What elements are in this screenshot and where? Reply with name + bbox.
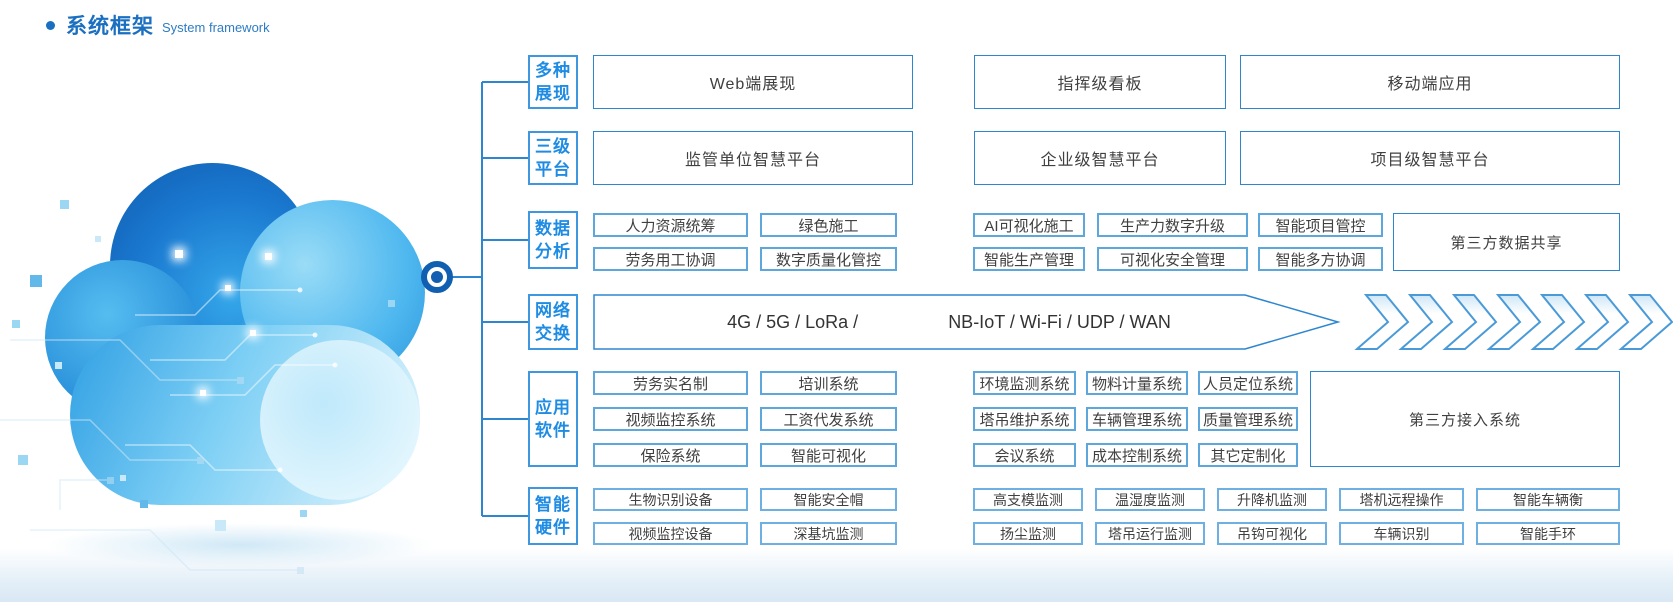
diagram-box: 可视化安全管理 <box>1097 247 1248 271</box>
diagram-box: 成本控制系统 <box>1086 443 1188 467</box>
deco-square <box>30 275 42 287</box>
diagram-box: 其它定制化 <box>1198 443 1298 467</box>
diagram-box: 绿色施工 <box>760 213 897 237</box>
cloud-hub-node <box>421 261 453 293</box>
network-band <box>593 294 1341 350</box>
diagram-box: 会议系统 <box>973 443 1076 467</box>
deco-square <box>95 236 101 242</box>
glow-node <box>200 390 206 396</box>
row-label-platform: 三级 平台 <box>528 131 578 185</box>
row-label-line: 智能 <box>535 495 571 514</box>
row-label-line: 硬件 <box>535 518 571 537</box>
diagram-box: 高支模监测 <box>973 488 1083 511</box>
row-label-line: 三级 <box>535 137 571 156</box>
diagram-box: 车辆识别 <box>1339 522 1464 545</box>
deco-square <box>60 200 69 209</box>
diagram-box: 项目级智慧平台 <box>1240 131 1620 185</box>
row-label-line: 展现 <box>535 84 571 103</box>
diagram-box: 扬尘监测 <box>973 522 1083 545</box>
diagram-box: 监管单位智慧平台 <box>593 131 913 185</box>
row-label-hardware: 智能 硬件 <box>528 487 578 545</box>
ground-gradient <box>0 548 1673 602</box>
diagram-box-tall: 第三方接入系统 <box>1310 371 1620 467</box>
title-zh: 系统框架 <box>66 15 154 38</box>
diagram-box: 培训系统 <box>760 371 897 395</box>
deco-square <box>300 510 307 517</box>
diagram-box: Web端展现 <box>593 55 913 109</box>
row-label-line: 分析 <box>535 242 571 261</box>
chevrons-flow-icon <box>1354 294 1673 350</box>
diagram-box: 数字质量化管控 <box>760 247 897 271</box>
row-label-line: 应用 <box>535 398 571 417</box>
diagram-box: 塔吊运行监测 <box>1095 522 1205 545</box>
row-label-line: 数据 <box>535 219 571 238</box>
deco-square <box>215 520 226 531</box>
diagram-box: 生物识别设备 <box>593 488 748 511</box>
deco-square <box>120 475 126 481</box>
diagram-box: 车辆管理系统 <box>1086 407 1188 431</box>
diagram-box: 智能可视化 <box>760 443 897 467</box>
diagram-box: 智能手环 <box>1476 522 1620 545</box>
row-label-line: 平台 <box>535 160 571 179</box>
diagram-box: 智能车辆衡 <box>1476 488 1620 511</box>
diagram-box: 升降机监测 <box>1217 488 1327 511</box>
network-text-left: 4G / 5G / LoRa / <box>727 311 859 332</box>
diagram-box: 视频监控系统 <box>593 407 748 431</box>
row-label-display: 多种 展现 <box>528 55 578 109</box>
deco-square <box>388 300 395 307</box>
diagram-box: 深基坑监测 <box>760 522 897 545</box>
diagram-box: 质量管理系统 <box>1198 407 1298 431</box>
row-label-data-analysis: 数据 分析 <box>528 211 578 269</box>
diagram-box: 塔吊维护系统 <box>973 407 1076 431</box>
diagram-box: 吊钩可视化 <box>1217 522 1327 545</box>
diagram-box: 温湿度监测 <box>1095 488 1205 511</box>
deco-square <box>140 500 148 508</box>
diagram-box: 智能安全帽 <box>760 488 897 511</box>
glow-node <box>15 305 20 310</box>
diagram-box: 智能项目管控 <box>1258 213 1383 237</box>
hub-core-dot <box>431 271 443 283</box>
diagram-box-tall: 第三方数据共享 <box>1393 213 1620 271</box>
diagram-box: 人力资源统筹 <box>593 213 748 237</box>
diagram-box: 物料计量系统 <box>1086 371 1188 395</box>
diagram-box: 工资代发系统 <box>760 407 897 431</box>
row-label-line: 网络 <box>535 301 571 320</box>
diagram-box: 劳务实名制 <box>593 371 748 395</box>
row-label-network: 网络 交换 <box>528 294 578 350</box>
diagram-box: 塔机远程操作 <box>1339 488 1464 511</box>
diagram-box: 视频监控设备 <box>593 522 748 545</box>
glow-node <box>250 330 256 336</box>
row-label-software: 应用 软件 <box>528 371 578 467</box>
network-protocols: 4G / 5G / LoRa / NB-IoT / Wi-Fi / UDP / … <box>593 294 1245 350</box>
diagram-box: 保险系统 <box>593 443 748 467</box>
row-label-line: 软件 <box>535 421 571 440</box>
glow-node <box>225 285 231 291</box>
glow-node <box>175 250 183 258</box>
diagram-box: 移动端应用 <box>1240 55 1620 109</box>
cloud-lobe <box>260 340 420 500</box>
row-label-line: 交换 <box>535 324 571 343</box>
row-label-line: 多种 <box>535 61 571 80</box>
page-title: 系统框架 System framework <box>46 10 270 40</box>
deco-square <box>55 362 62 369</box>
deco-square <box>18 455 28 465</box>
diagram-box: 智能生产管理 <box>973 247 1085 271</box>
title-en: System framework <box>162 19 270 35</box>
glow-node <box>265 253 272 260</box>
diagram-box: AI可视化施工 <box>973 213 1085 237</box>
diagram-box: 企业级智慧平台 <box>974 131 1226 185</box>
diagram-box: 劳务用工协调 <box>593 247 748 271</box>
cloud-illustration <box>15 145 475 575</box>
network-text-right: NB-IoT / Wi-Fi / UDP / WAN <box>948 311 1171 332</box>
bullet-dot-icon <box>46 20 55 30</box>
deco-square <box>12 320 20 328</box>
diagram-box: 智能多方协调 <box>1258 247 1383 271</box>
diagram-box: 人员定位系统 <box>1198 371 1298 395</box>
diagram-box: 生产力数字升级 <box>1097 213 1248 237</box>
diagram-box: 环境监测系统 <box>973 371 1076 395</box>
diagram-box: 指挥级看板 <box>974 55 1226 109</box>
